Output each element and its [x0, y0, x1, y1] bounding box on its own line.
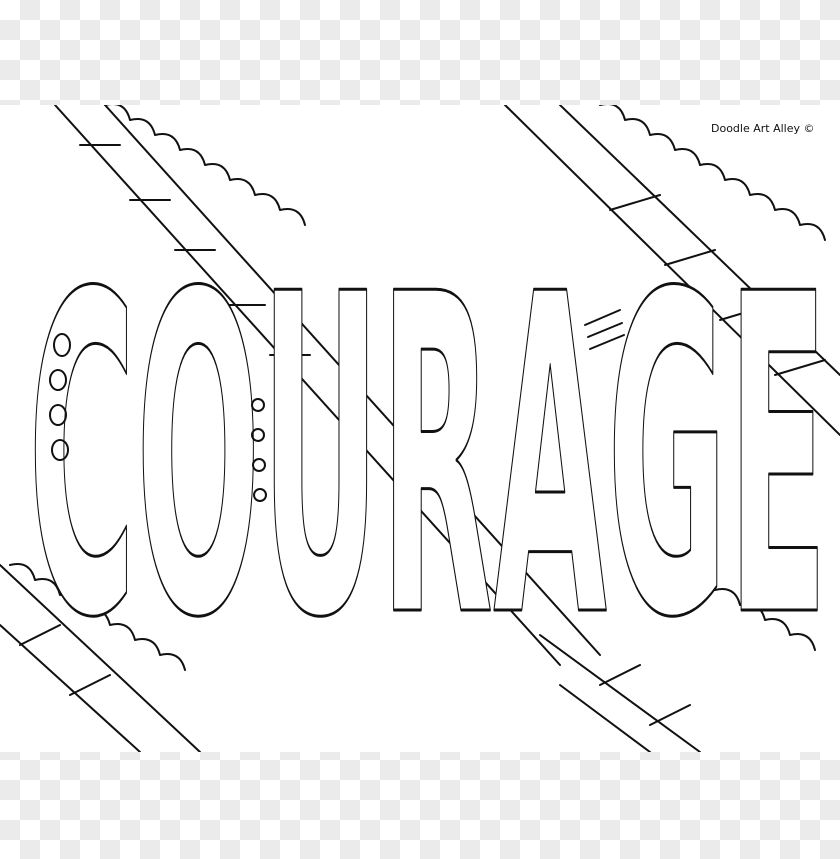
ribbon-bottom-right: [539, 573, 816, 752]
ribbon-top-right: [504, 105, 840, 436]
courage-drawing: COURAGE: [0, 105, 840, 752]
letter-decorations: [49, 309, 625, 502]
ribbon-bottom-left: [0, 563, 201, 752]
credit-watermark: Doodle Art Alley ©: [711, 122, 815, 135]
courage-lettering: COURAGE: [28, 202, 828, 714]
coloring-page: COURAGE Doodle Art Alley ©: [0, 105, 840, 752]
ribbon-top-left: [54, 105, 601, 666]
